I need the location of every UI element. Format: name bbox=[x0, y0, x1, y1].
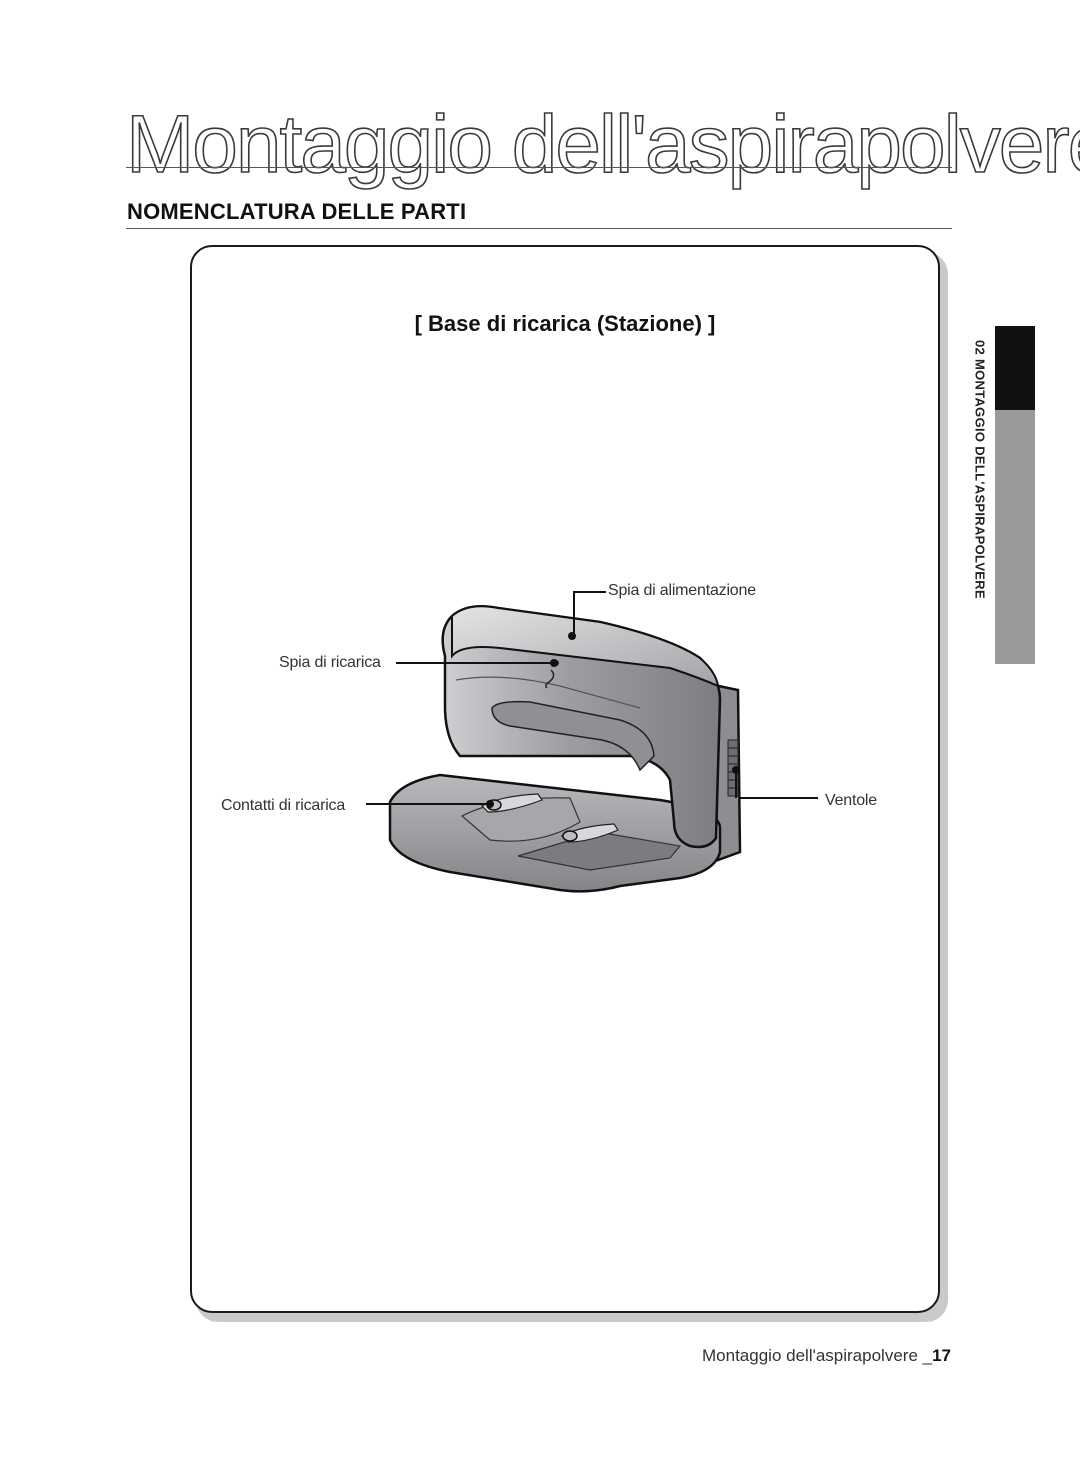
callout-lines bbox=[366, 591, 818, 808]
parts-panel bbox=[190, 245, 940, 1313]
page-footer: Montaggio dell'aspirapolvere _17 bbox=[702, 1346, 951, 1366]
charging-station-illustration bbox=[366, 591, 818, 893]
footer-text: Montaggio dell'aspirapolvere _ bbox=[702, 1346, 933, 1365]
section-divider bbox=[126, 228, 952, 229]
section-heading: NOMENCLATURA DELLE PARTI bbox=[127, 199, 467, 224]
side-tab-bar bbox=[995, 410, 1035, 664]
station-body bbox=[441, 605, 722, 849]
callout-fans: Ventole bbox=[825, 792, 877, 809]
callout-power-light: Spia di alimentazione bbox=[608, 582, 756, 599]
side-tab-label: 02 MONTAGGIO DELL'ASPIRAPOLVERE bbox=[972, 340, 988, 599]
page-number: 17 bbox=[932, 1346, 951, 1365]
page-title: Montaggio dell'aspirapolvere bbox=[125, 99, 1080, 190]
panel-title: [ Base di ricarica (Stazione) ] bbox=[414, 311, 716, 336]
callout-charging-contacts: Contatti di ricarica bbox=[221, 797, 346, 814]
callout-charge-light: Spia di ricarica bbox=[279, 654, 381, 671]
side-tab-marker bbox=[995, 326, 1035, 410]
title-divider bbox=[126, 167, 952, 168]
